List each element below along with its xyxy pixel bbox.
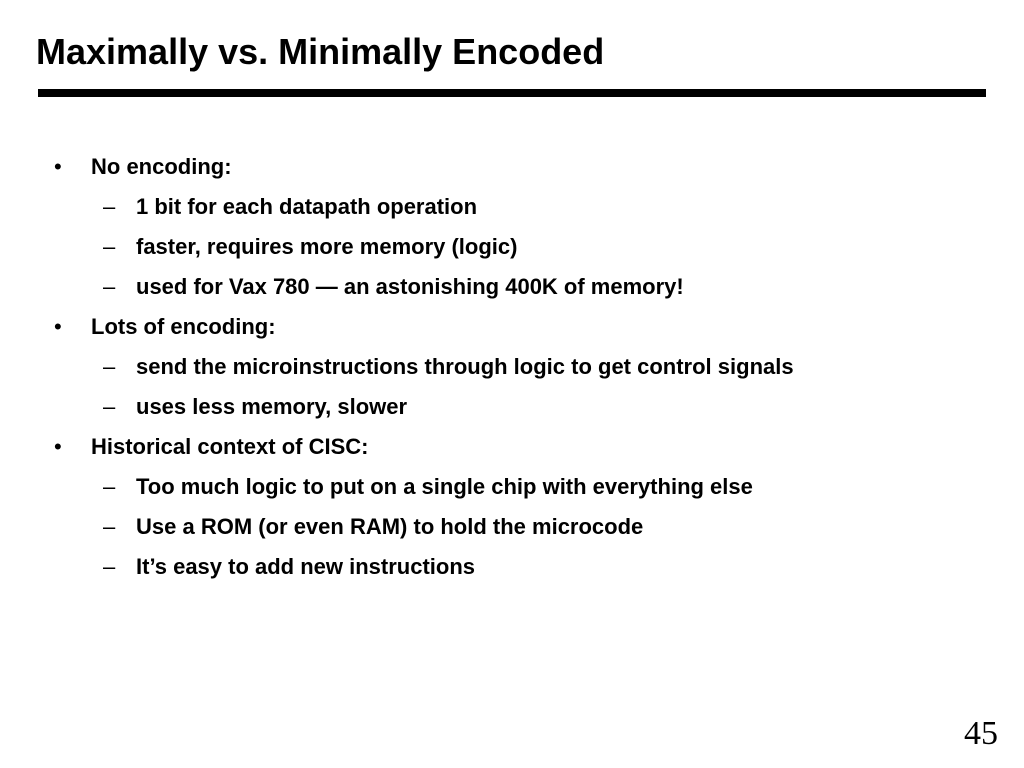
sub-bullet-text: Use a ROM (or even RAM) to hold the micr… bbox=[136, 514, 644, 539]
sub-bullet-text: used for Vax 780 — an astonishing 400K o… bbox=[136, 274, 684, 299]
bullet-marker: • bbox=[54, 154, 62, 179]
sub-bullet-item: – Use a ROM (or even RAM) to hold the mi… bbox=[0, 507, 1024, 547]
sub-bullet-text: faster, requires more memory (logic) bbox=[136, 234, 518, 259]
bullet-text: No encoding: bbox=[91, 154, 232, 179]
bullet-list: • No encoding: – 1 bit for each datapath… bbox=[0, 147, 1024, 587]
dash-marker: – bbox=[103, 194, 116, 219]
bullet-text: Lots of encoding: bbox=[91, 314, 276, 339]
dash-marker: – bbox=[103, 474, 116, 499]
sub-bullet-item: – Too much logic to put on a single chip… bbox=[0, 467, 1024, 507]
dash-marker: – bbox=[103, 554, 116, 579]
sub-bullet-item: – uses less memory, slower bbox=[0, 387, 1024, 427]
sub-bullet-text: It’s easy to add new instructions bbox=[136, 554, 476, 579]
dash-marker: – bbox=[103, 234, 116, 259]
bullet-marker: • bbox=[54, 314, 62, 339]
dash-marker: – bbox=[103, 394, 116, 419]
bullet-text: Historical context of CISC: bbox=[91, 434, 369, 459]
sub-bullet-item: – faster, requires more memory (logic) bbox=[0, 227, 1024, 267]
sub-bullet-item: – It’s easy to add new instructions bbox=[0, 547, 1024, 587]
dash-marker: – bbox=[103, 354, 116, 379]
sub-bullet-text: uses less memory, slower bbox=[136, 394, 408, 419]
sub-bullet-item: – used for Vax 780 — an astonishing 400K… bbox=[0, 267, 1024, 307]
sub-bullet-text: send the microinstructions through logic… bbox=[136, 354, 794, 379]
bullet-item: • Historical context of CISC: bbox=[0, 427, 1024, 467]
sub-bullet-item: – send the microinstructions through log… bbox=[0, 347, 1024, 387]
bullet-item: • No encoding: bbox=[0, 147, 1024, 187]
sub-bullet-item: – 1 bit for each datapath operation bbox=[0, 187, 1024, 227]
title-underline bbox=[38, 89, 986, 97]
dash-marker: – bbox=[103, 274, 116, 299]
sub-bullet-text: 1 bit for each datapath operation bbox=[136, 194, 478, 219]
bullet-item: • Lots of encoding: bbox=[0, 307, 1024, 347]
bullet-marker: • bbox=[54, 434, 62, 459]
page-number: 45 bbox=[964, 715, 998, 752]
dash-marker: – bbox=[103, 514, 116, 539]
slide-title: Maximally vs. Minimally Encoded bbox=[36, 31, 605, 72]
sub-bullet-text: Too much logic to put on a single chip w… bbox=[136, 474, 753, 499]
